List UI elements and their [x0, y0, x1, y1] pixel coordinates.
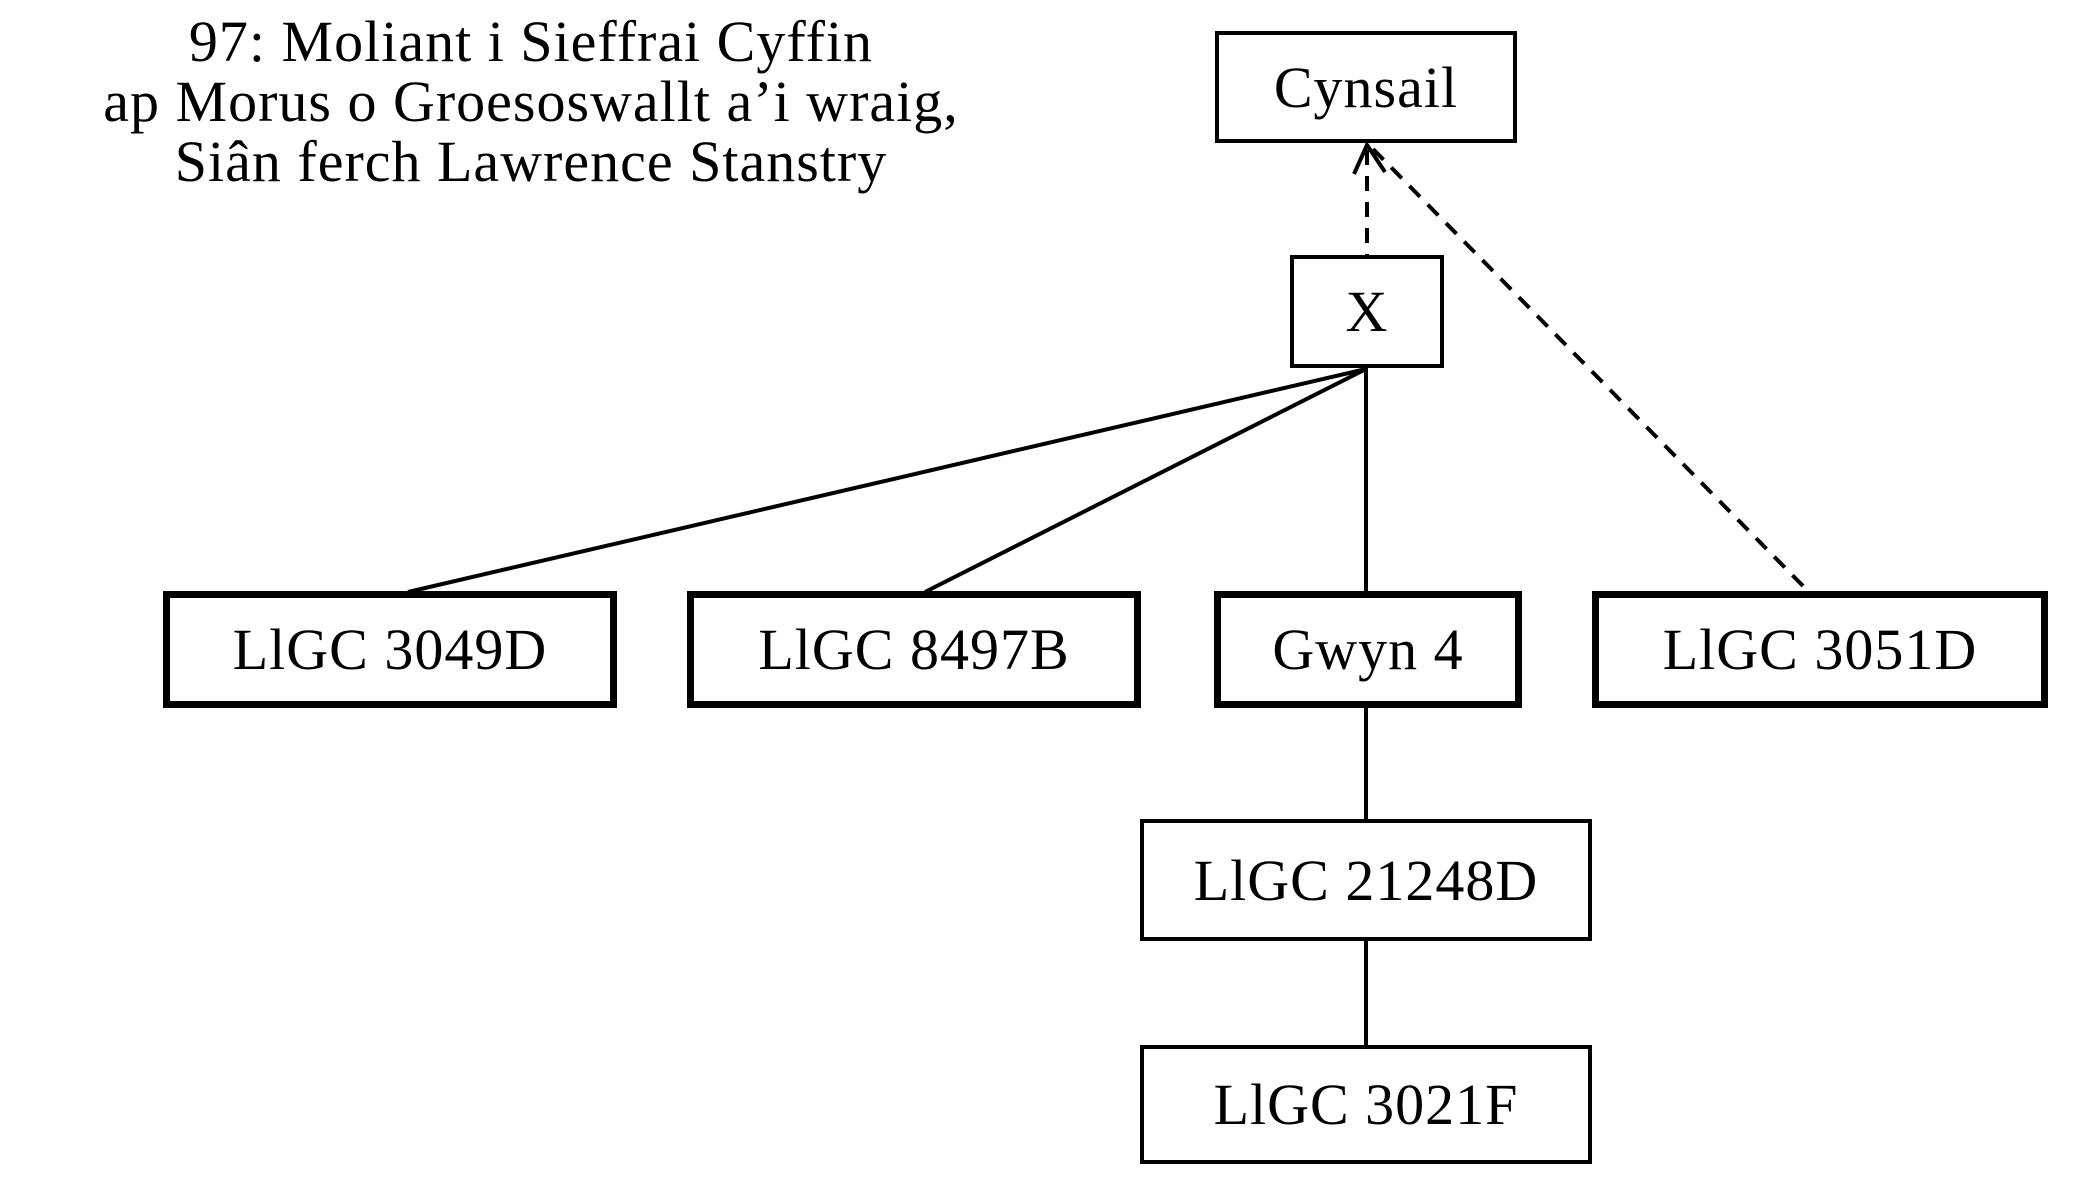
- node-x: X: [1290, 255, 1444, 368]
- edge-llgc3051d-to-cynsail-dashed: [1371, 147, 1809, 592]
- node-gwyn-4: Gwyn 4: [1214, 591, 1522, 708]
- node-llgc-21248d: LlGC 21248D: [1140, 819, 1592, 941]
- node-llgc-8497b: LlGC 8497B: [687, 591, 1141, 708]
- edge-x-to-llgc3049d: [407, 367, 1367, 594]
- node-llgc-3051d: LlGC 3051D: [1592, 591, 2048, 708]
- edge-x-to-llgc8497b: [924, 367, 1367, 594]
- node-cynsail: Cynsail: [1215, 31, 1517, 143]
- node-label: X: [1345, 279, 1389, 344]
- title-line-2: ap Morus o Groesoswallt a’i wraig,: [103, 69, 959, 134]
- node-label: LlGC 3051D: [1662, 617, 1978, 682]
- node-llgc-3049d: LlGC 3049D: [163, 591, 617, 708]
- node-llgc-3021f: LlGC 3021F: [1140, 1045, 1592, 1164]
- node-label: LlGC 3049D: [232, 617, 548, 682]
- node-label: Cynsail: [1273, 54, 1459, 120]
- poem-title: 97: Moliant i Sieffrai Cyffin ap Morus o…: [31, 12, 1031, 192]
- title-line-1: 97: Moliant i Sieffrai Cyffin: [188, 9, 874, 74]
- arrowhead-up-icon: [1352, 140, 1387, 175]
- node-label: LlGC 8497B: [758, 617, 1070, 682]
- node-label: Gwyn 4: [1272, 617, 1464, 682]
- node-label: LlGC 3021F: [1213, 1072, 1519, 1137]
- title-line-3: Siân ferch Lawrence Stanstry: [174, 129, 888, 194]
- node-label: LlGC 21248D: [1193, 847, 1539, 913]
